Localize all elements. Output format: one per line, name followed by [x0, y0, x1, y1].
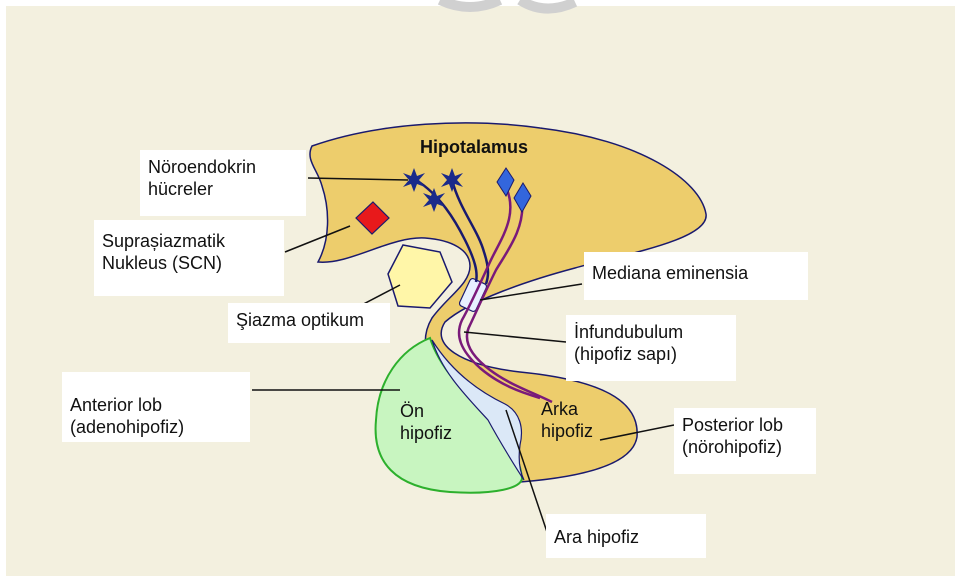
diagram-title: Hipotalamus	[420, 136, 528, 158]
region-anterior-text: Ön hipofiz	[400, 400, 452, 444]
label-neuroendocrine: Nöroendokrin hücreler	[140, 150, 306, 216]
label-median-eminence-text: Mediana eminensia	[592, 262, 800, 284]
label-anterior-lobe-line2: (adenohipofiz)	[70, 416, 242, 438]
label-posterior-lobe-line1: Posterior lob	[682, 414, 808, 436]
region-posterior-text: Arka hipofiz	[541, 398, 593, 442]
label-intermediate: Ara hipofiz	[546, 514, 706, 558]
leader-infundibulum	[464, 332, 566, 342]
label-scn: Suprașiazmatik Nukleus (SCN)	[94, 220, 284, 296]
label-scn-line1: Suprașiazmatik	[102, 230, 276, 252]
label-posterior-lobe: Posterior lob (nörohipofiz)	[674, 408, 816, 474]
label-posterior-lobe-line2: (nörohipofiz)	[682, 436, 808, 458]
label-scn-line2: Nukleus (SCN)	[102, 252, 276, 274]
label-neuroendocrine-line1: Nöroendokrin	[148, 156, 298, 178]
label-chiasm: Şiazma optikum	[228, 303, 390, 343]
region-posterior-line2: hipofiz	[541, 420, 593, 442]
label-chiasm-text: Şiazma optikum	[236, 309, 382, 331]
label-infundibulum-line2: (hipofiz sapı)	[574, 343, 728, 365]
label-infundibulum: İnfundubulum (hipofiz sapı)	[566, 315, 736, 381]
label-infundibulum-line1: İnfundubulum	[574, 321, 728, 343]
label-intermediate-text: Ara hipofiz	[554, 526, 698, 548]
label-median-eminence: Mediana eminensia	[584, 252, 808, 300]
label-anterior-lobe-line1: Anterior lob	[70, 394, 242, 416]
region-posterior-line1: Arka	[541, 398, 593, 420]
label-anterior-lobe: Anterior lob (adenohipofiz)	[62, 372, 250, 442]
optic-chiasm-shape	[388, 245, 452, 308]
watermark-mark	[440, 0, 575, 9]
region-anterior-line2: hipofiz	[400, 422, 452, 444]
label-neuroendocrine-line2: hücreler	[148, 178, 298, 200]
region-anterior-line1: Ön	[400, 400, 452, 422]
